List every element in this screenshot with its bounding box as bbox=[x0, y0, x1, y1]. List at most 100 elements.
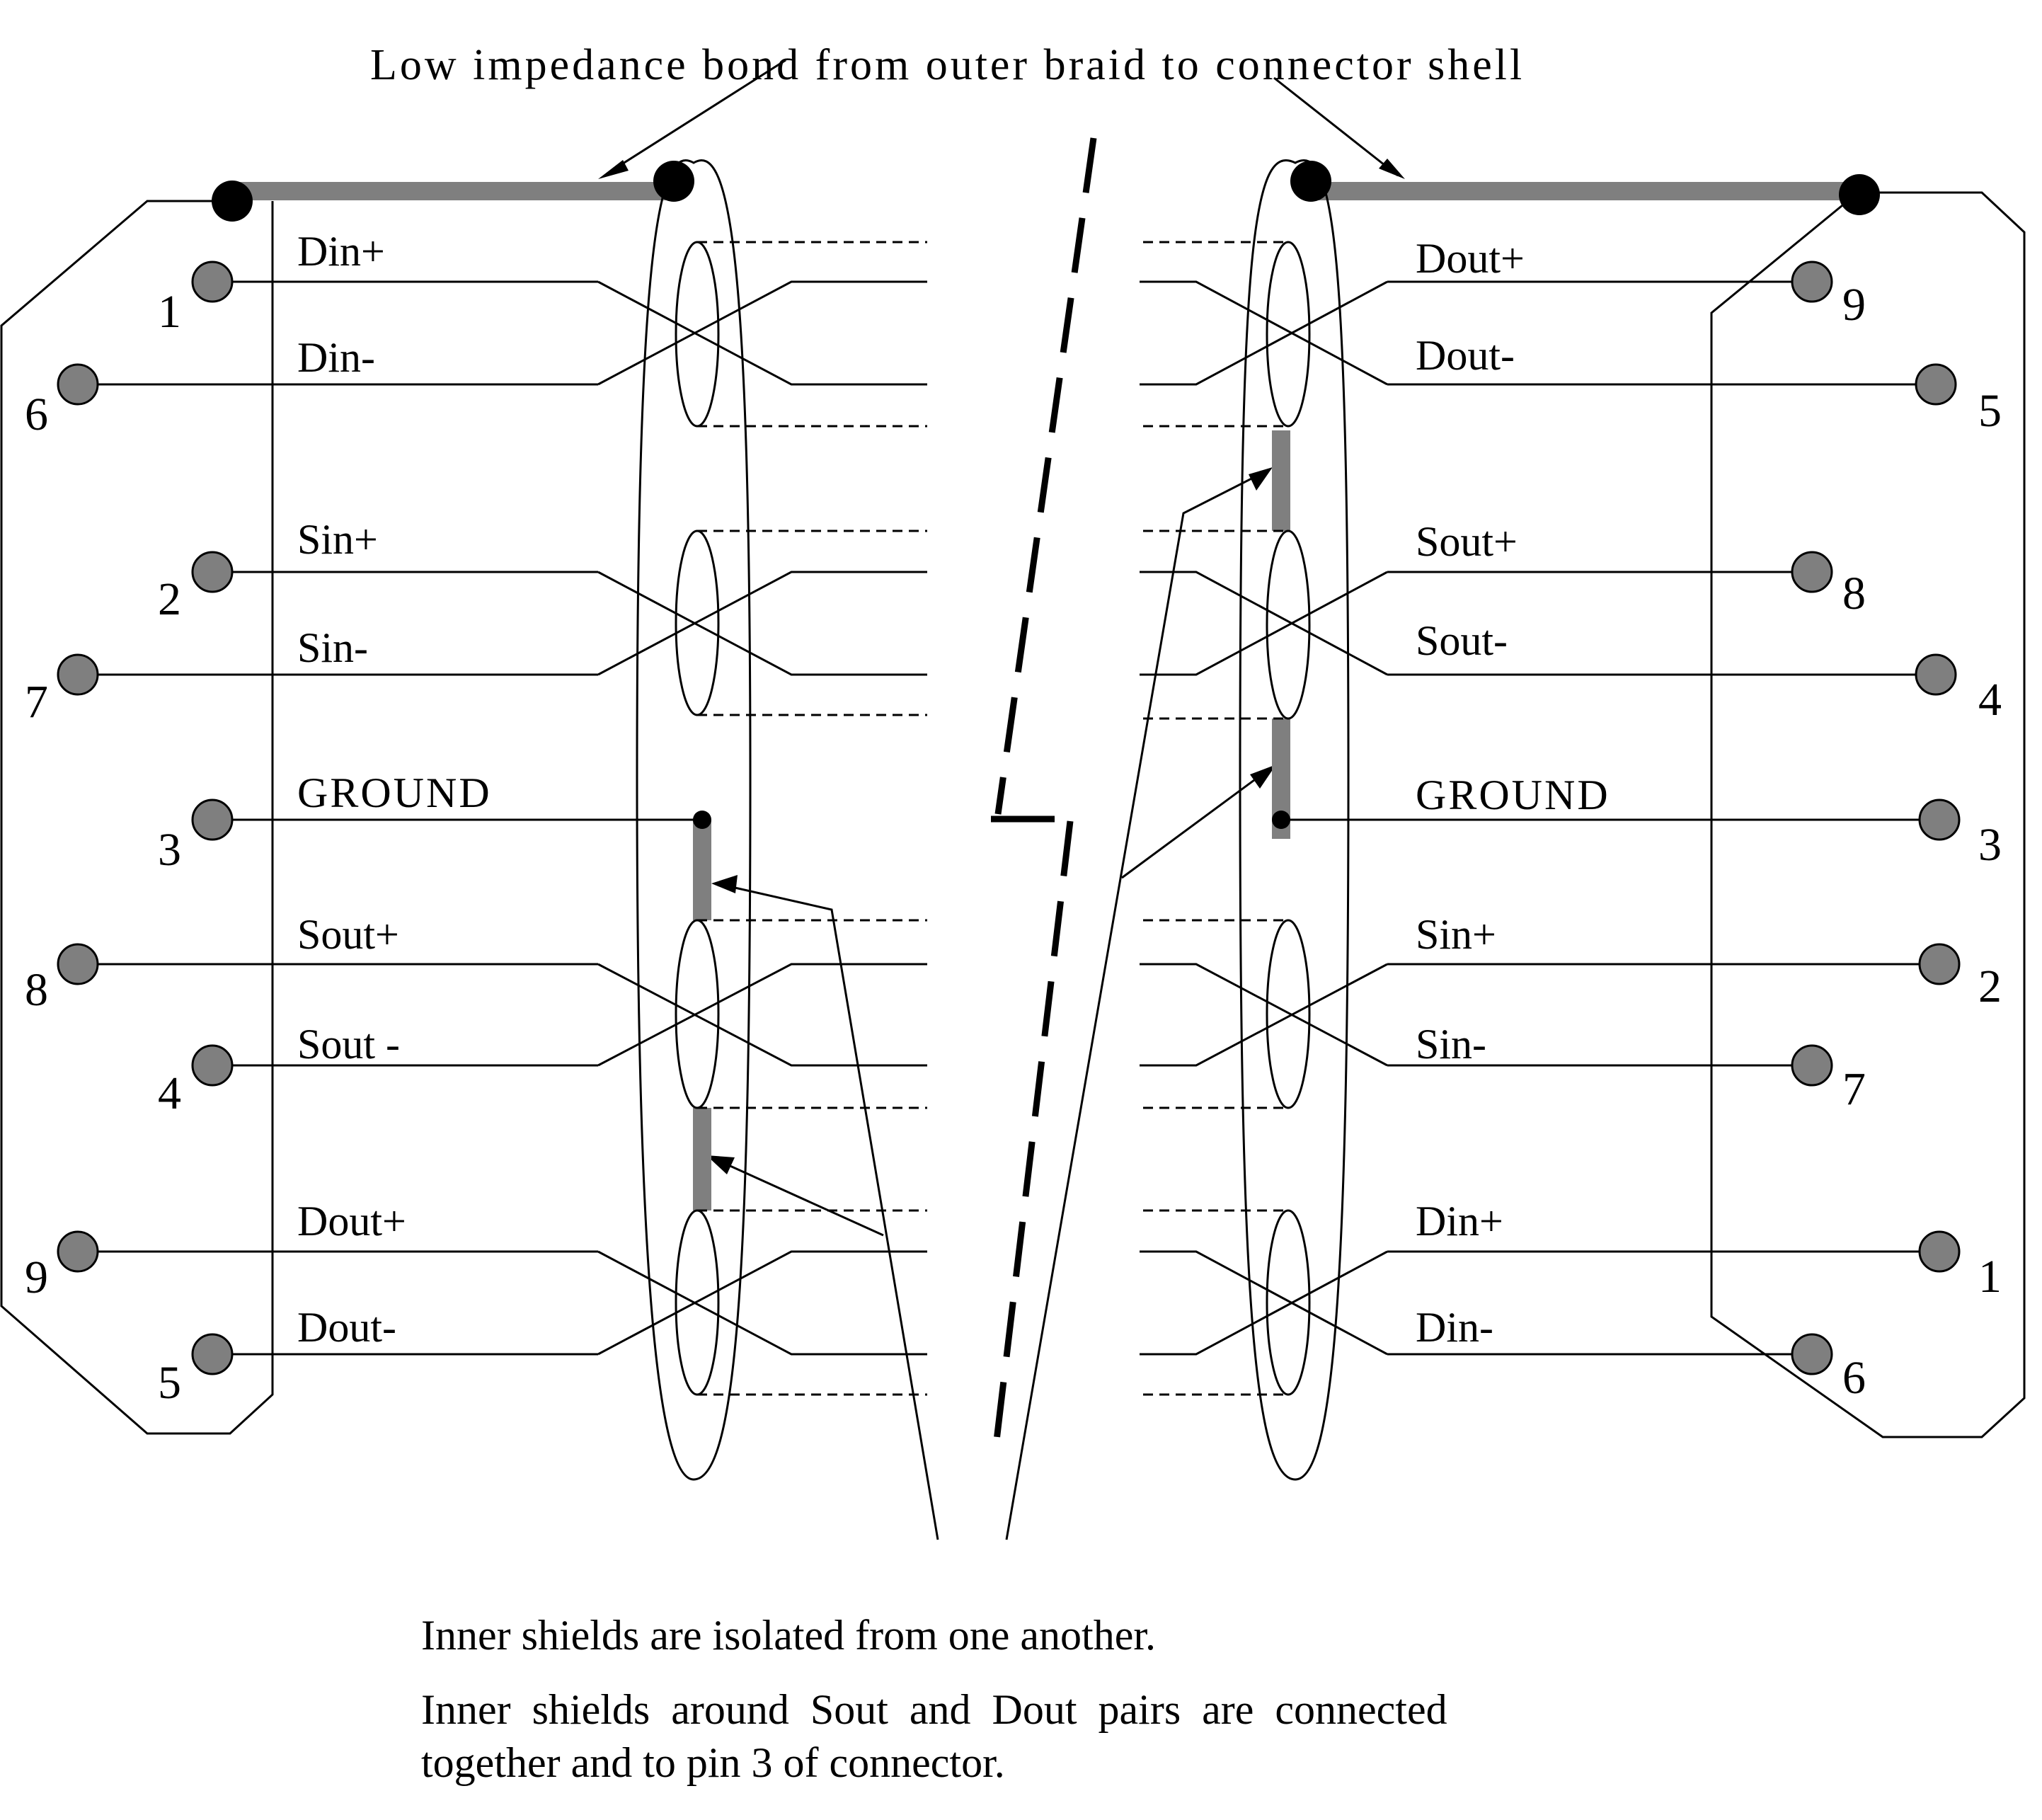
right-pin-number: 6 bbox=[1842, 1352, 1866, 1404]
right-pin-contact bbox=[1791, 261, 1833, 303]
arrowhead bbox=[1249, 467, 1273, 491]
arrowhead bbox=[598, 160, 629, 179]
right-pin-number: 2 bbox=[1978, 961, 2002, 1012]
right-pin-number: 1 bbox=[1978, 1251, 2002, 1303]
left-pin-contact bbox=[57, 363, 99, 406]
annotation-leader bbox=[1121, 767, 1271, 879]
twisted-pair-wire bbox=[597, 1250, 927, 1356]
right-pin-contact bbox=[1918, 799, 1961, 841]
arrowhead bbox=[711, 875, 738, 893]
right-pin-number: 3 bbox=[1978, 819, 2002, 871]
left-signal-label: Din+ bbox=[297, 228, 385, 275]
twisted-pair-wire bbox=[1140, 280, 1388, 386]
left-connector-shell bbox=[0, 200, 274, 1435]
inner-shield-end bbox=[1266, 1209, 1311, 1396]
left-pin-number: 7 bbox=[25, 676, 48, 728]
right-signal-label: Din+ bbox=[1416, 1198, 1503, 1244]
right-pin-contact bbox=[1915, 363, 1957, 406]
right-signal-label: GROUND bbox=[1416, 772, 1610, 818]
right-pin-number: 8 bbox=[1842, 568, 1866, 619]
left-pin-number: 8 bbox=[25, 964, 48, 1016]
note-isolated-shields: Inner shields are isolated from one anot… bbox=[421, 1612, 1156, 1659]
left-pin-contact bbox=[57, 653, 99, 696]
annotation-leader bbox=[716, 882, 939, 1540]
arrowhead bbox=[1250, 765, 1276, 789]
diagram-title: Low impedance bond from outer braid to c… bbox=[370, 41, 1525, 89]
bond-point bbox=[212, 181, 253, 222]
right-pin-contact bbox=[1915, 653, 1957, 696]
bond-point bbox=[1290, 161, 1331, 202]
title-arrow-right bbox=[1273, 76, 1399, 177]
left-pin-number: 4 bbox=[158, 1068, 181, 1119]
inner-shield-end bbox=[1266, 530, 1311, 720]
arrowhead bbox=[706, 1155, 735, 1174]
left-pin-number: 3 bbox=[158, 824, 181, 876]
twisted-pair-wire bbox=[597, 1250, 927, 1356]
left-pin-contact bbox=[191, 1333, 234, 1375]
right-signal-label: Sout- bbox=[1416, 617, 1508, 664]
annotation-leader bbox=[1005, 469, 1268, 1540]
left-signal-label: Dout- bbox=[297, 1304, 396, 1351]
twisted-pair-wire bbox=[1140, 571, 1388, 676]
twisted-pair-wire bbox=[597, 571, 927, 676]
arrowhead bbox=[1379, 159, 1405, 179]
left-signal-label: GROUND bbox=[297, 769, 492, 816]
left-pin-contact bbox=[191, 261, 234, 303]
twisted-pair-wire bbox=[1140, 1250, 1388, 1356]
right-signal-label: Sin- bbox=[1416, 1021, 1486, 1068]
left-outer-jacket bbox=[636, 159, 752, 1481]
left-pin-number: 2 bbox=[158, 573, 181, 625]
twisted-pair-wire bbox=[1140, 963, 1388, 1067]
right-pin-number: 9 bbox=[1842, 279, 1866, 331]
left-pin-contact bbox=[57, 943, 99, 985]
right-pin-contact bbox=[1918, 1230, 1961, 1273]
left-pin-number: 9 bbox=[25, 1252, 48, 1303]
inner-shield-end bbox=[1266, 241, 1311, 428]
right-pin-number: 4 bbox=[1978, 674, 2002, 726]
bond-point bbox=[1839, 174, 1880, 215]
right-outer-jacket bbox=[1239, 159, 1350, 1481]
inner-shield-end bbox=[675, 530, 720, 716]
right-signal-label: Dout+ bbox=[1416, 235, 1525, 282]
title-arrow-left bbox=[607, 59, 786, 175]
left-pin-contact bbox=[191, 1044, 234, 1087]
left-pin-number: 1 bbox=[158, 286, 181, 338]
twisted-pair-wire bbox=[597, 280, 927, 386]
left-pin-contact bbox=[191, 551, 234, 593]
right-pin-number: 5 bbox=[1978, 385, 2002, 437]
twisted-pair-wire bbox=[597, 571, 927, 676]
cable-break-line bbox=[991, 820, 1074, 1459]
right-pin-contact bbox=[1791, 1333, 1833, 1375]
twisted-pair-wire bbox=[1140, 1250, 1388, 1356]
right-connector-shell bbox=[1710, 191, 2026, 1438]
right-pin-contact bbox=[1791, 1044, 1833, 1087]
twisted-pair-wire bbox=[597, 963, 927, 1067]
right-pin-contact bbox=[1918, 943, 1961, 985]
annotation-leader bbox=[711, 1156, 884, 1237]
wiring-layer bbox=[57, 241, 1961, 1396]
left-pin-contact bbox=[57, 1230, 99, 1273]
inner-shield-end bbox=[675, 1209, 720, 1396]
right-signal-label: Dout- bbox=[1416, 332, 1515, 379]
left-pin-number: 5 bbox=[158, 1357, 181, 1409]
left-signal-label: Dout+ bbox=[297, 1198, 406, 1244]
right-signal-label: Sin+ bbox=[1416, 911, 1496, 958]
inner-shield-end bbox=[675, 241, 720, 428]
left-signal-label: Sout+ bbox=[297, 911, 399, 958]
right-pin-contact bbox=[1791, 551, 1833, 593]
left-pin-number: 6 bbox=[25, 389, 48, 440]
left-signal-label: Din- bbox=[297, 334, 375, 381]
left-signal-label: Sout - bbox=[297, 1021, 400, 1068]
twisted-pair-wire bbox=[597, 280, 927, 386]
right-signal-label: Din- bbox=[1416, 1304, 1493, 1351]
right-pin-number: 7 bbox=[1842, 1063, 1866, 1115]
twisted-pair-wire bbox=[1140, 280, 1388, 386]
inner-shield-end bbox=[1266, 919, 1311, 1109]
inner-shield-end bbox=[675, 919, 720, 1109]
twisted-pair-wire bbox=[1140, 963, 1388, 1067]
left-signal-label: Sin+ bbox=[297, 516, 378, 563]
note-connected-shields-line1: Inner shields around Sout and Dout pairs… bbox=[421, 1686, 1447, 1733]
cable-break-line bbox=[994, 137, 1097, 815]
twisted-pair-wire bbox=[597, 963, 927, 1067]
